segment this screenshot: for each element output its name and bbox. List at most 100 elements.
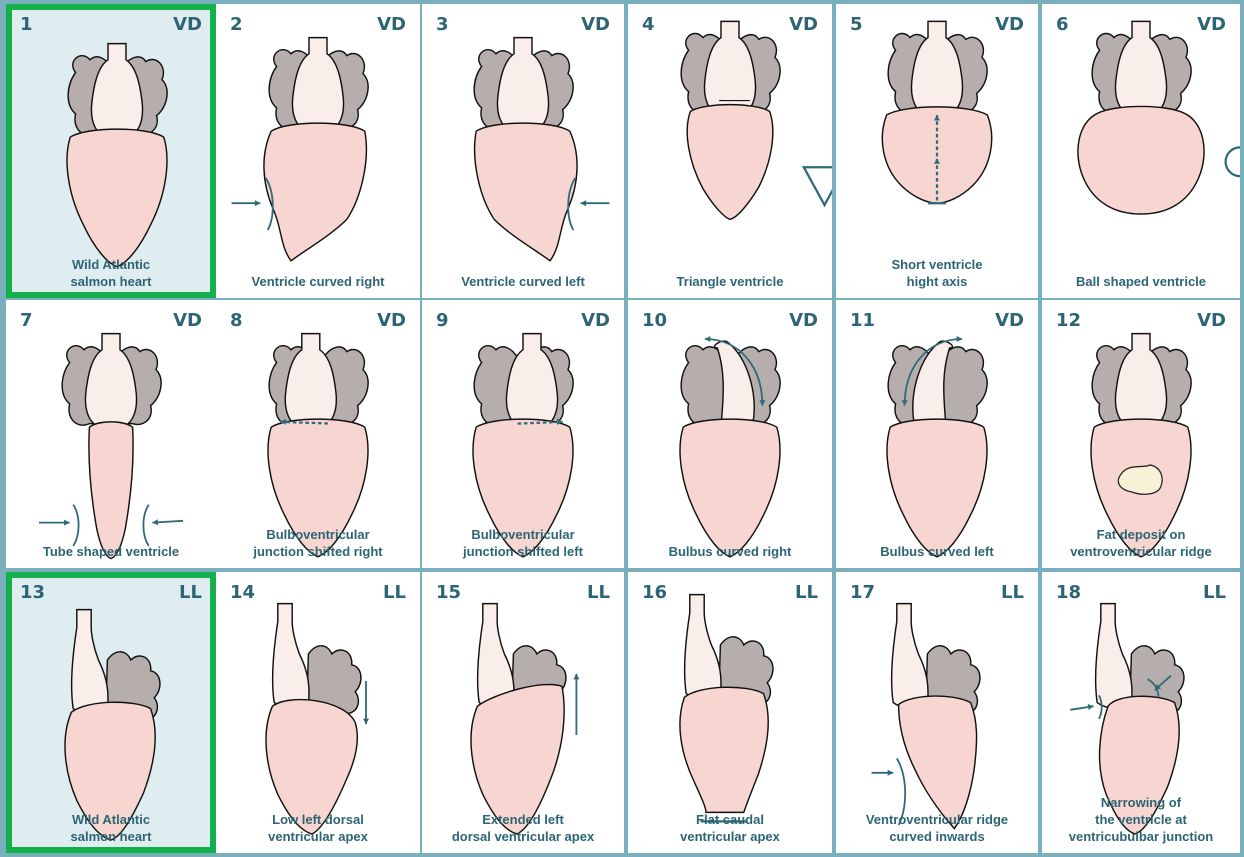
panel-caption: Short ventricle hight axis xyxy=(840,256,1034,290)
panel-number: 7 xyxy=(20,310,33,331)
ventricle-shape xyxy=(1078,106,1204,214)
panel-number: 2 xyxy=(230,14,243,35)
heart-figure xyxy=(268,334,368,557)
panel-1: 1 VD Wild Atlantic salmon heart xyxy=(6,4,216,298)
view-label: LL xyxy=(179,582,202,603)
bulbus-right-heart-icon xyxy=(628,300,832,568)
panel-caption: Triangle ventricle xyxy=(632,273,828,290)
heart-figure xyxy=(266,604,369,834)
panel-16: 16LLFlat caudal ventricular apex xyxy=(628,572,832,853)
panel-number: 14 xyxy=(230,582,255,603)
ventricle-shape xyxy=(264,123,366,261)
heart-figure xyxy=(474,38,609,261)
panel-caption: Ventricle curved left xyxy=(426,273,620,290)
panel-11: 11VDBulbus curved left xyxy=(836,300,1038,568)
view-label: LL xyxy=(1203,582,1226,603)
ventricle-shape xyxy=(89,422,133,559)
panel-number: 3 xyxy=(436,14,449,35)
panel-5: 5 VD Short ventricle hight axis xyxy=(836,4,1038,298)
curved-right-heart-icon xyxy=(216,4,420,298)
panel-caption: Extended left dorsal ventricular apex xyxy=(426,811,620,845)
panel-number: 1 xyxy=(20,14,33,35)
heart-figure xyxy=(681,21,832,219)
circle-icon xyxy=(1226,147,1240,176)
view-label: VD xyxy=(581,310,610,331)
panel-caption: Ventroventricular ridge curved inwards xyxy=(840,811,1034,845)
panel-number: 18 xyxy=(1056,582,1081,603)
triangle-icon xyxy=(804,167,832,205)
bulbus-shape xyxy=(72,610,108,715)
heart-figure xyxy=(872,604,980,829)
ventricle-shape xyxy=(680,687,768,812)
panel-caption: Bulbus curved right xyxy=(632,543,828,560)
panel-caption: Tube shaped ventricle xyxy=(10,543,212,560)
reference-heart-icon xyxy=(12,10,210,292)
heart-figure xyxy=(39,334,183,559)
view-label: VD xyxy=(173,14,202,35)
heart-figure xyxy=(882,21,991,203)
short-axis-heart-icon xyxy=(836,4,1038,298)
triangle-heart-icon xyxy=(628,4,832,298)
ventricle-shape xyxy=(687,105,773,220)
panel-number: 16 xyxy=(642,582,667,603)
view-label: LL xyxy=(1001,582,1024,603)
ventricle-shape xyxy=(67,129,167,267)
view-label: VD xyxy=(581,14,610,35)
panel-caption: Flat caudal ventricular apex xyxy=(632,811,828,845)
panel-3: 3 VD Ventricle curved left xyxy=(422,4,624,298)
bulbus-shape xyxy=(892,604,928,709)
panel-caption: Wild Atlantic salmon heart xyxy=(16,811,206,845)
panel-18: 18 LL Narrowing of the ventricle at ventri… xyxy=(1042,572,1240,853)
panel-number: 10 xyxy=(642,310,667,331)
panel-caption: Ball shaped ventricle xyxy=(1046,273,1236,290)
panel-caption: Bulbus curved left xyxy=(840,543,1034,560)
panel-number: 9 xyxy=(436,310,449,331)
view-label: LL xyxy=(587,582,610,603)
panel-number: 13 xyxy=(20,582,45,603)
panel-number: 4 xyxy=(642,14,655,35)
ventricle-shape xyxy=(680,419,780,557)
bulbus-shape xyxy=(273,604,309,709)
heart-figure xyxy=(680,595,773,822)
ventricle-shape xyxy=(475,123,577,261)
view-label: VD xyxy=(1197,310,1226,331)
heart-figure xyxy=(473,334,573,557)
reference-lateral-heart-icon xyxy=(12,578,210,847)
view-label: VD xyxy=(377,14,406,35)
heart-figure xyxy=(471,604,579,834)
view-label: VD xyxy=(789,14,818,35)
view-label: VD xyxy=(995,14,1024,35)
panel-10: 10 VD Bulbus curved right xyxy=(628,300,832,568)
bulbus-shape xyxy=(506,334,557,428)
panel-4: 4 VD Triangle ventricle xyxy=(628,4,832,298)
panel-caption: Narrowing of the ventricle at ventricubu… xyxy=(1046,794,1236,845)
panel-caption: Bulboventricular junction shifted right xyxy=(220,526,416,560)
panel-caption: Low left dorsal ventricular apex xyxy=(220,811,416,845)
panel-number: 11 xyxy=(850,310,875,331)
panel-6: 6VDBall shaped ventricle xyxy=(1042,4,1240,298)
ventricle-shape xyxy=(887,419,987,557)
panel-caption: Bulboventricular junction shifted left xyxy=(426,526,620,560)
heart-figure xyxy=(680,336,780,557)
heart-figure xyxy=(67,44,167,267)
heart-figure xyxy=(887,336,987,557)
panel-number: 8 xyxy=(230,310,243,331)
curved-left-heart-icon xyxy=(422,4,624,298)
panel-13: 13 LL Wild Atlantic salmon heart xyxy=(6,572,216,853)
heart-figure xyxy=(232,38,369,261)
heart-figure xyxy=(1091,334,1191,557)
panel-caption: Wild Atlantic salmon heart xyxy=(16,256,206,290)
panel-9: 9 VD Bulboventricular junction shifted lef… xyxy=(422,300,624,568)
bulbus-shape xyxy=(685,595,721,700)
panel-number: 5 xyxy=(850,14,863,35)
panel-2: 2 VD Ventricle curved right xyxy=(216,4,420,298)
panel-number: 6 xyxy=(1056,14,1069,35)
view-label: VD xyxy=(789,310,818,331)
panel-caption: Ventricle curved right xyxy=(220,273,416,290)
